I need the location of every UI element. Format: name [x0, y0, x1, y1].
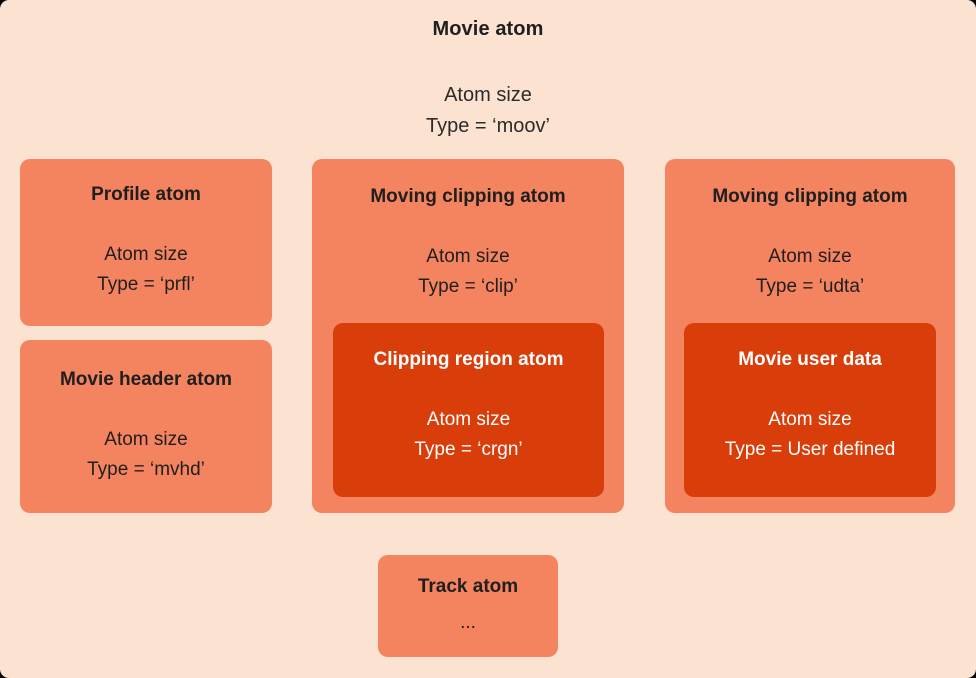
- atom-title-movie-header: Movie header atom: [59, 369, 233, 390]
- root-atom-type-label: Type = ‘moov’: [426, 115, 550, 137]
- atom-card-movie-header: Movie header atom Atom size Type = ‘mvhd…: [20, 340, 272, 513]
- atom-type-label-clip: Type = ‘clip’: [418, 276, 518, 297]
- atom-type-label-clipping-region: Type = ‘crgn’: [414, 439, 523, 460]
- atom-meta-udta: Atom size Type = ‘udta’: [665, 242, 955, 302]
- atom-size-label-movie-header: Atom size: [104, 429, 188, 450]
- atom-type-label-movie-user-data: Type = User defined: [724, 439, 896, 460]
- root-atom-title: Movie atom: [432, 18, 544, 40]
- atom-card-profile: Profile atom Atom size Type = ‘prfl’: [20, 159, 272, 326]
- atom-meta-track: ...: [378, 608, 558, 638]
- atom-size-label-movie-user-data: Atom size: [768, 409, 852, 430]
- atom-card-track: Track atom ...: [378, 555, 558, 657]
- atom-title-udta: Moving clipping atom: [712, 186, 908, 207]
- atom-size-label-clipping-region: Atom size: [426, 409, 511, 430]
- atom-ellipsis-track: ...: [460, 612, 476, 633]
- atom-title-clip: Moving clipping atom: [370, 186, 566, 207]
- root-atom-size-label: Atom size: [444, 84, 532, 106]
- atom-type-label-movie-header: Type = ‘mvhd’: [87, 459, 205, 480]
- atom-title-clipping-region: Clipping region atom: [373, 349, 564, 370]
- atom-card-clipping-region: Clipping region atom Atom size Type = ‘c…: [333, 323, 604, 497]
- atom-title-profile: Profile atom: [91, 184, 201, 205]
- atom-title-movie-user-data: Movie user data: [738, 349, 882, 370]
- atom-size-label-udta: Atom size: [768, 246, 852, 267]
- atom-type-label-profile: Type = ‘prfl’: [97, 274, 195, 295]
- atom-meta-movie-header: Atom size Type = ‘mvhd’: [20, 425, 272, 485]
- atom-meta-clip: Atom size Type = ‘clip’: [312, 242, 624, 302]
- atom-size-label-clip: Atom size: [426, 246, 510, 267]
- atom-meta-movie-user-data: Atom size Type = User defined: [684, 405, 936, 465]
- atom-title-track: Track atom: [417, 576, 519, 597]
- atom-meta-profile: Atom size Type = ‘prfl’: [20, 240, 272, 300]
- atom-card-movie-user-data: Movie user data Atom size Type = User de…: [684, 323, 936, 497]
- atom-size-label-profile: Atom size: [104, 244, 188, 265]
- atom-meta-clipping-region: Atom size Type = ‘crgn’: [333, 405, 604, 465]
- root-atom-meta: Atom size Type = ‘moov’: [0, 80, 976, 142]
- atom-type-label-udta: Type = ‘udta’: [755, 276, 865, 297]
